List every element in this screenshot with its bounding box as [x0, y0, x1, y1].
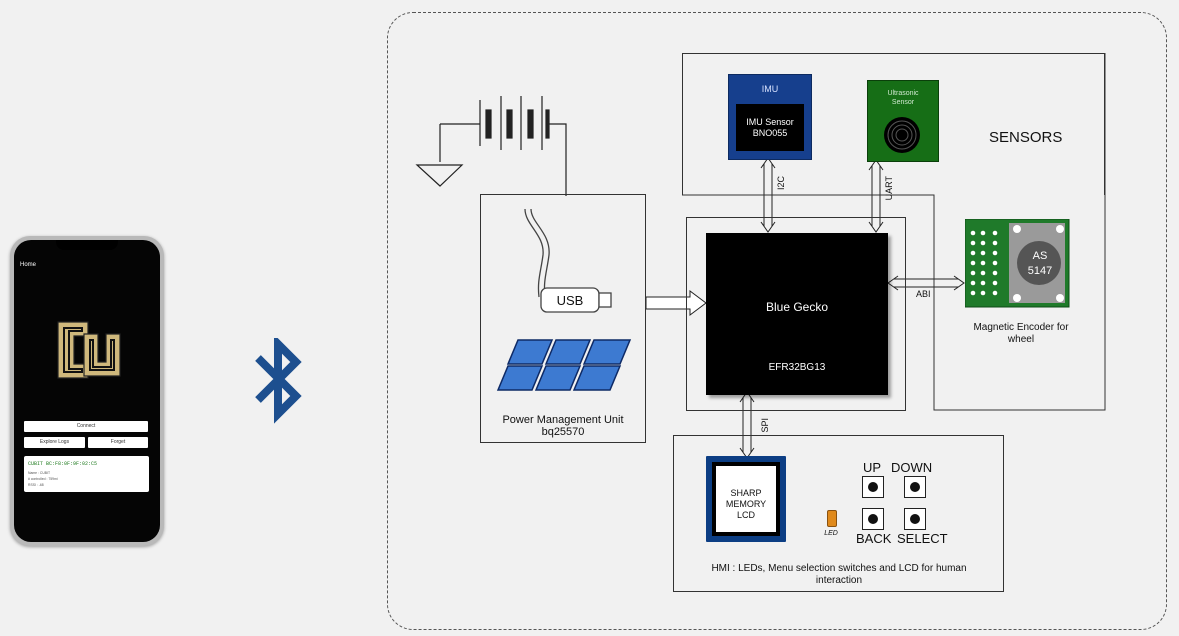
- encoder-chip-line1: AS: [1032, 250, 1048, 262]
- imu-chip: IMU Sensor BNO055: [736, 104, 804, 151]
- switch-down-label: DOWN: [891, 460, 933, 475]
- switch-select-label: SELECT: [897, 531, 948, 546]
- ultrasonic-label-line2: Sensor: [891, 99, 915, 106]
- battery-icon: [415, 96, 567, 196]
- usb-label: USB: [556, 293, 584, 308]
- mcu-part: EFR32BG13: [768, 362, 826, 373]
- device-info-row: RSSI : -68: [28, 483, 44, 487]
- uart-label: UART: [884, 176, 894, 201]
- device-info-row: Name : CUBIT: [28, 471, 51, 475]
- lcd-line3: LCD: [736, 510, 755, 520]
- power-unit-part: bq25570: [541, 426, 585, 438]
- phone-nav-title: Home: [20, 262, 37, 268]
- up-switch-button[interactable]: [862, 476, 884, 498]
- encoder-chip-line2: 5147: [1027, 265, 1053, 277]
- imu-chip-line2: BNO055: [752, 128, 788, 138]
- imu-module: IMU IMU Sensor BNO055: [728, 74, 812, 160]
- abi-label: ABI: [916, 289, 931, 299]
- ultrasonic-label: Ultrasonic Sensor: [868, 89, 938, 107]
- usb-cable-icon: [524, 208, 612, 313]
- imu-chip-line1: IMU Sensor: [746, 117, 794, 127]
- sensors-title: SENSORS: [989, 129, 1063, 146]
- encoder-caption-line2: wheel: [1007, 334, 1035, 345]
- led-icon: [827, 510, 837, 527]
- switch-up-label: UP: [863, 460, 882, 475]
- solar-panel-icon: [496, 339, 632, 391]
- smartphone: Home Connect Explore Logs Forget CUBIT B…: [10, 236, 164, 546]
- mcu-name: Blue Gecko: [765, 300, 829, 314]
- uart-arrow: [868, 159, 884, 233]
- ultrasonic-label-line1: Ultrasonic: [887, 90, 919, 97]
- lcd-bezel: SHARP MEMORY LCD: [712, 462, 780, 536]
- hmi-group: [673, 435, 1004, 592]
- switch-back-label: BACK: [856, 531, 892, 546]
- university-logo-icon: [57, 321, 121, 379]
- device-info-row: # controlled : 759mi: [28, 477, 58, 481]
- bluetooth-icon: [255, 338, 302, 424]
- select-switch-button[interactable]: [904, 508, 926, 530]
- hmi-caption-line1: HMI : LEDs, Menu selection switches and …: [711, 563, 967, 574]
- mcu-chip: Blue Gecko EFR32BG13: [706, 233, 888, 395]
- connect-button[interactable]: Connect: [24, 421, 148, 432]
- abi-arrow: [887, 275, 965, 291]
- device-id: CUBIT BC:F8:0F:9F:02:C5: [28, 461, 98, 467]
- hmi-caption-line2: interaction: [815, 575, 863, 586]
- encoder-caption-line1: Magnetic Encoder for: [973, 322, 1069, 333]
- forget-button[interactable]: Forget: [88, 437, 148, 448]
- sharp-memory-lcd: SHARP MEMORY LCD: [706, 456, 786, 542]
- spi-label: SPI: [760, 418, 770, 433]
- ultrasonic-transducer-icon: [884, 117, 920, 153]
- i2c-label: I2C: [776, 176, 786, 191]
- lcd-line2: MEMORY: [725, 499, 767, 509]
- led-label: LED: [824, 530, 838, 537]
- mcu-frame: [686, 217, 906, 411]
- explore-logs-button[interactable]: Explore Logs: [24, 437, 85, 448]
- imu-header: IMU: [761, 84, 779, 94]
- device-card[interactable]: CUBIT BC:F8:0F:9F:02:C5 Name : CUBIT # c…: [24, 456, 149, 492]
- ultrasonic-module: Ultrasonic Sensor: [867, 80, 939, 162]
- magnetic-encoder-board-icon: [965, 219, 1070, 308]
- lcd-line1: SHARP: [730, 488, 762, 498]
- system-boundary: [387, 12, 1167, 630]
- power-unit-title: Power Management Unit: [502, 414, 624, 426]
- phone-screen: Home Connect Explore Logs Forget CUBIT B…: [14, 240, 160, 542]
- power-arrow: [645, 290, 707, 316]
- power-management-unit: [480, 194, 646, 443]
- phone-notch: [56, 240, 118, 250]
- lcd-face: SHARP MEMORY LCD: [716, 466, 776, 532]
- back-switch-button[interactable]: [862, 508, 884, 530]
- down-switch-button[interactable]: [904, 476, 926, 498]
